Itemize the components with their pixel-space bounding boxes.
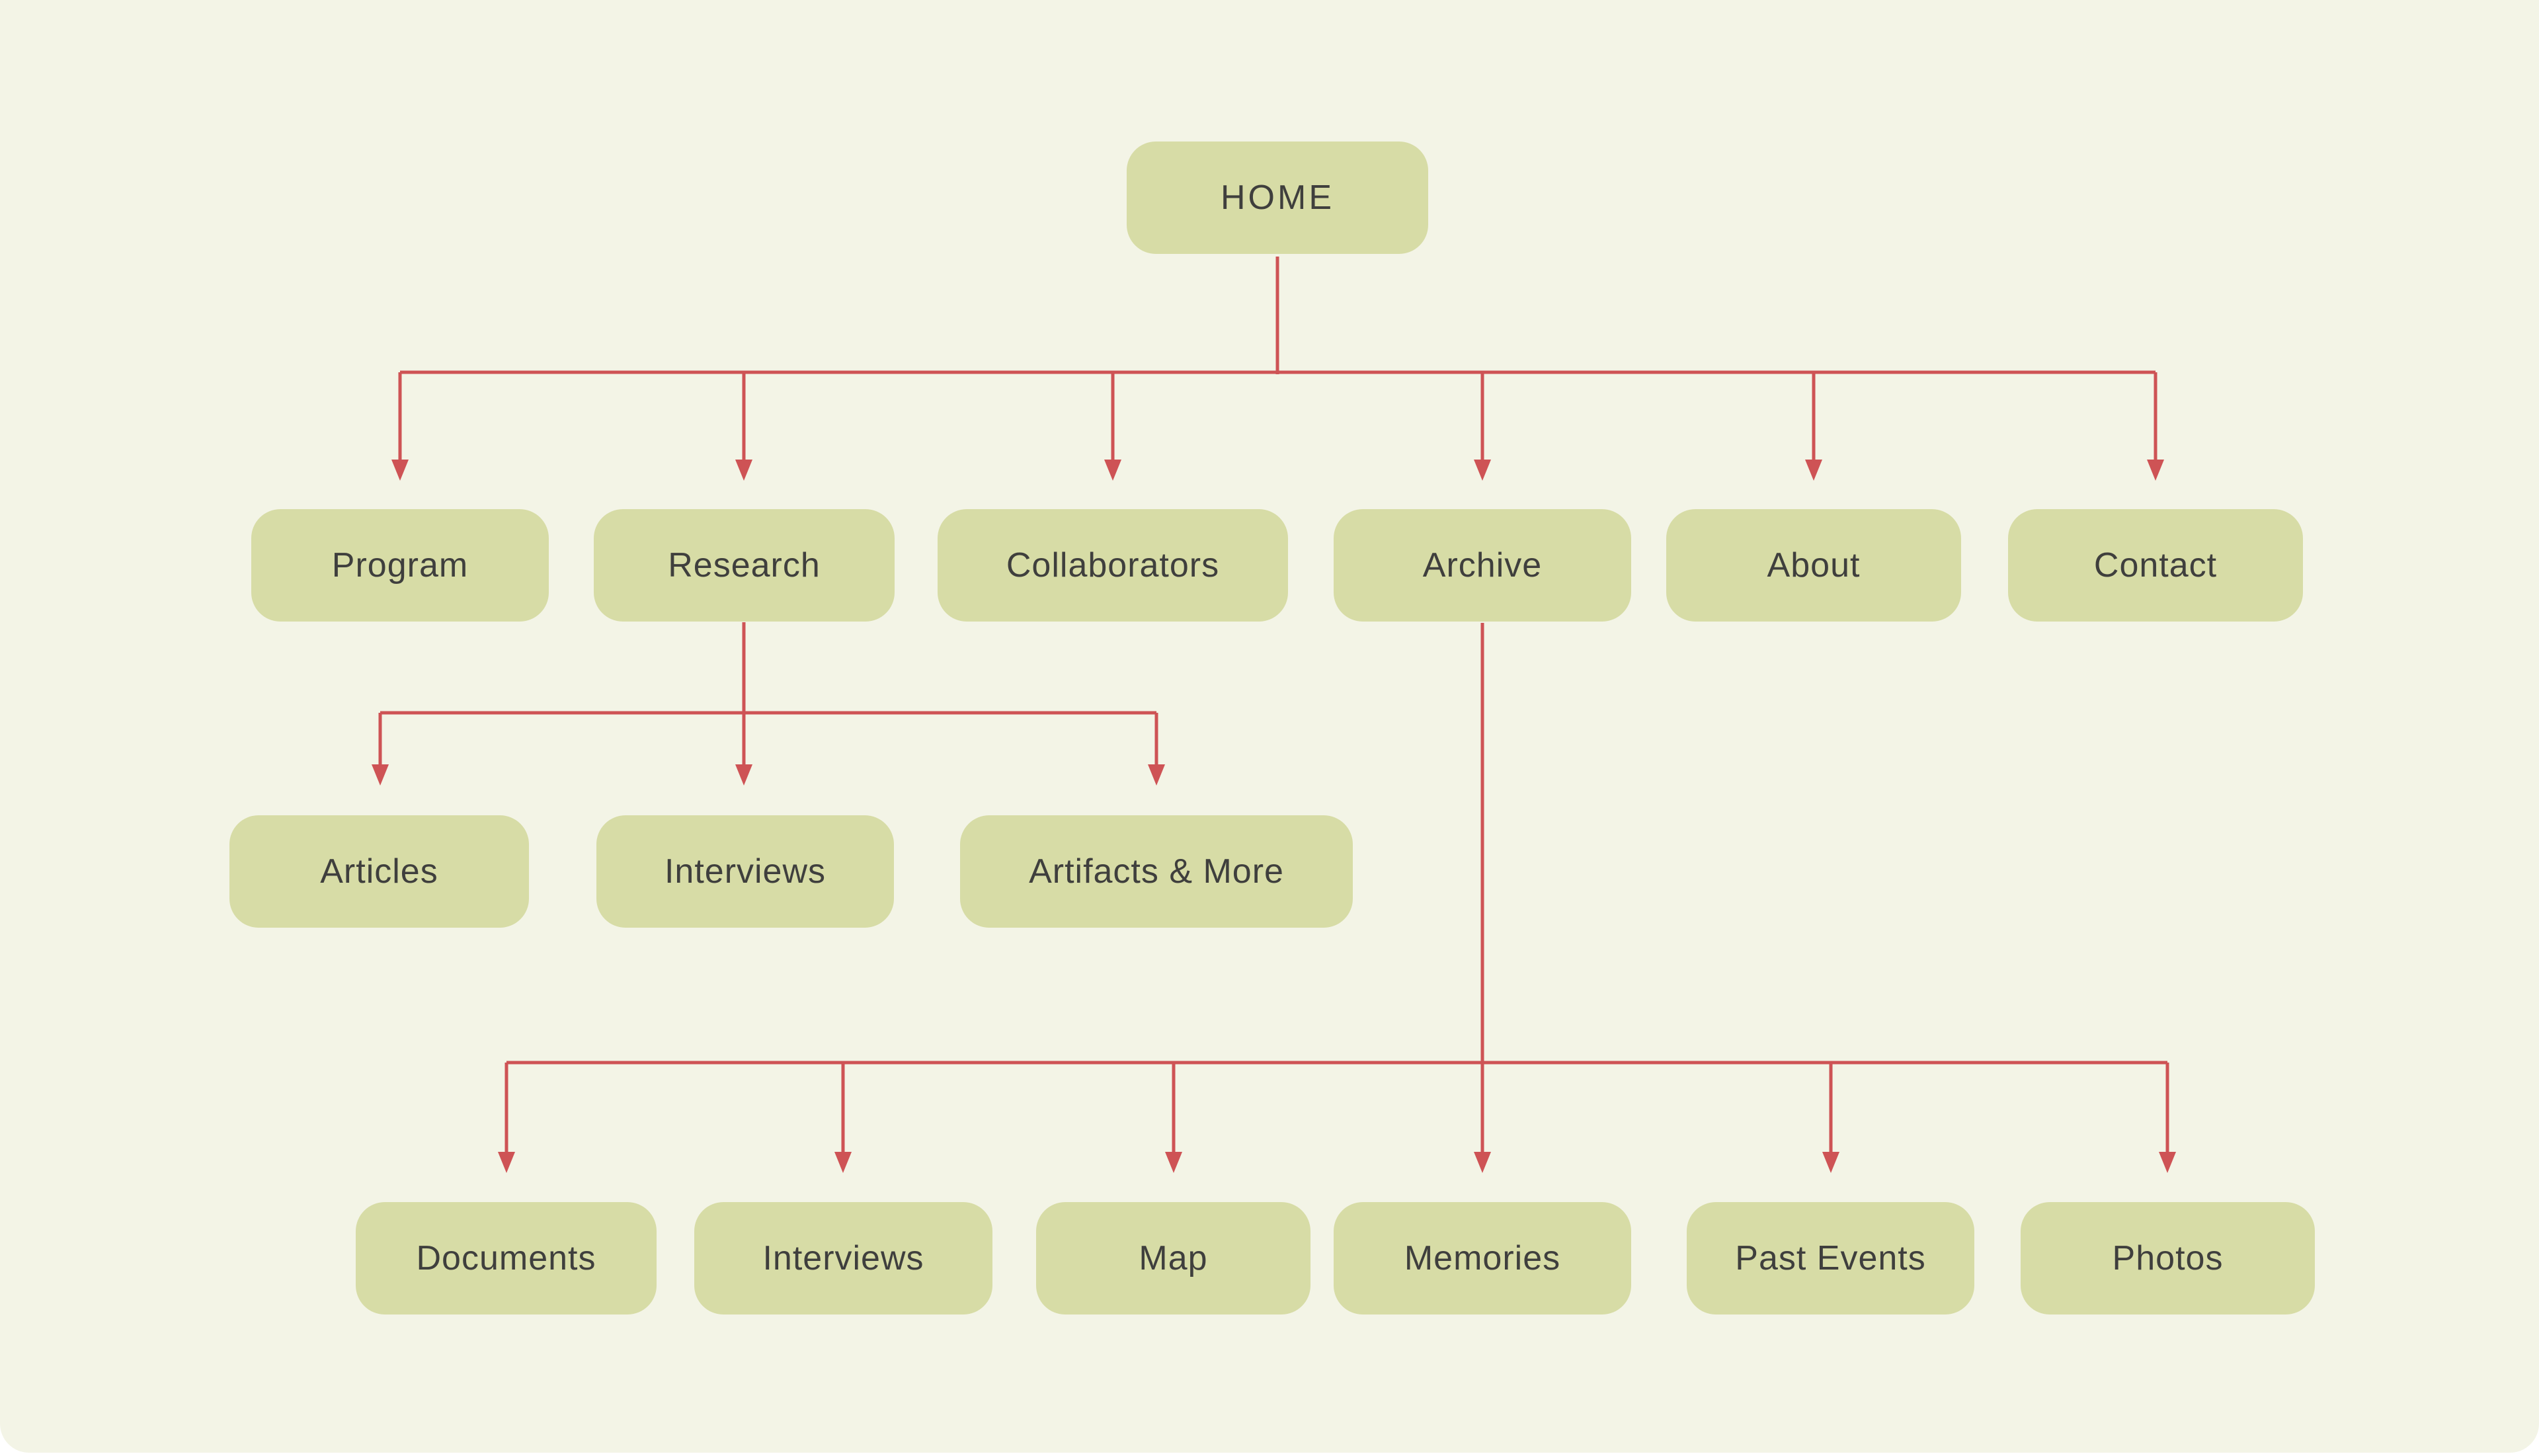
- node-memories[interactable]: Memories: [1334, 1202, 1631, 1314]
- connector-research-to-children: [372, 622, 1165, 786]
- arrowhead-program: [391, 460, 409, 481]
- connector-archive-to-children: [498, 623, 2176, 1173]
- node-home[interactable]: HOME: [1127, 142, 1428, 254]
- node-label: Artifacts & More: [1029, 852, 1284, 891]
- connector-drops-research: [378, 713, 1158, 767]
- node-label: Memories: [1404, 1239, 1561, 1277]
- node-map[interactable]: Map: [1036, 1202, 1310, 1314]
- node-label: Map: [1139, 1239, 1208, 1277]
- node-artifacts-and-more[interactable]: Artifacts & More: [960, 815, 1353, 928]
- node-interviews-archive[interactable]: Interviews: [694, 1202, 992, 1314]
- node-collaborators[interactable]: Collaborators: [938, 509, 1288, 622]
- node-photos[interactable]: Photos: [2021, 1202, 2315, 1314]
- arrowhead-collaborators: [1104, 460, 1121, 481]
- arrowhead-about: [1805, 460, 1822, 481]
- node-label: Contact: [2093, 546, 2218, 585]
- arrowhead-interviews-archive: [834, 1152, 852, 1173]
- arrowhead-contact: [2147, 460, 2164, 481]
- arrowhead-photos: [2159, 1152, 2176, 1173]
- arrowhead-interviews-research: [735, 764, 752, 786]
- node-label: Documents: [416, 1239, 596, 1277]
- connector-drops-main: [398, 372, 2157, 462]
- arrowhead-research: [735, 460, 752, 481]
- node-program[interactable]: Program: [251, 509, 549, 622]
- node-label: Archive: [1422, 546, 1543, 585]
- node-label: Photos: [2112, 1239, 2224, 1277]
- node-articles[interactable]: Articles: [229, 815, 529, 928]
- arrowhead-memories: [1474, 1152, 1491, 1173]
- node-label: Interviews: [664, 852, 826, 891]
- node-documents[interactable]: Documents: [356, 1202, 657, 1314]
- connector-drops-archive: [504, 1063, 2169, 1154]
- arrowhead-map: [1165, 1152, 1182, 1173]
- node-research[interactable]: Research: [594, 509, 895, 622]
- arrowhead-archive: [1474, 460, 1491, 481]
- node-label: Program: [331, 546, 469, 585]
- node-past-events[interactable]: Past Events: [1687, 1202, 1974, 1314]
- node-interviews-research[interactable]: Interviews: [596, 815, 894, 928]
- arrowhead-articles: [372, 764, 389, 786]
- node-label: Research: [668, 546, 821, 585]
- node-about[interactable]: About: [1666, 509, 1961, 622]
- node-contact[interactable]: Contact: [2008, 509, 2303, 622]
- arrowhead-artifacts: [1148, 764, 1165, 786]
- arrowhead-documents: [498, 1152, 515, 1173]
- arrowhead-past-events: [1822, 1152, 1839, 1173]
- node-label: Collaborators: [1006, 546, 1220, 585]
- connector-home-to-main-pages: [391, 257, 2164, 481]
- node-archive[interactable]: Archive: [1334, 509, 1631, 622]
- node-label: HOME: [1221, 179, 1334, 217]
- node-label: About: [1767, 546, 1861, 585]
- node-label: Articles: [320, 852, 438, 891]
- node-label: Past Events: [1735, 1239, 1926, 1277]
- node-label: Interviews: [762, 1239, 924, 1277]
